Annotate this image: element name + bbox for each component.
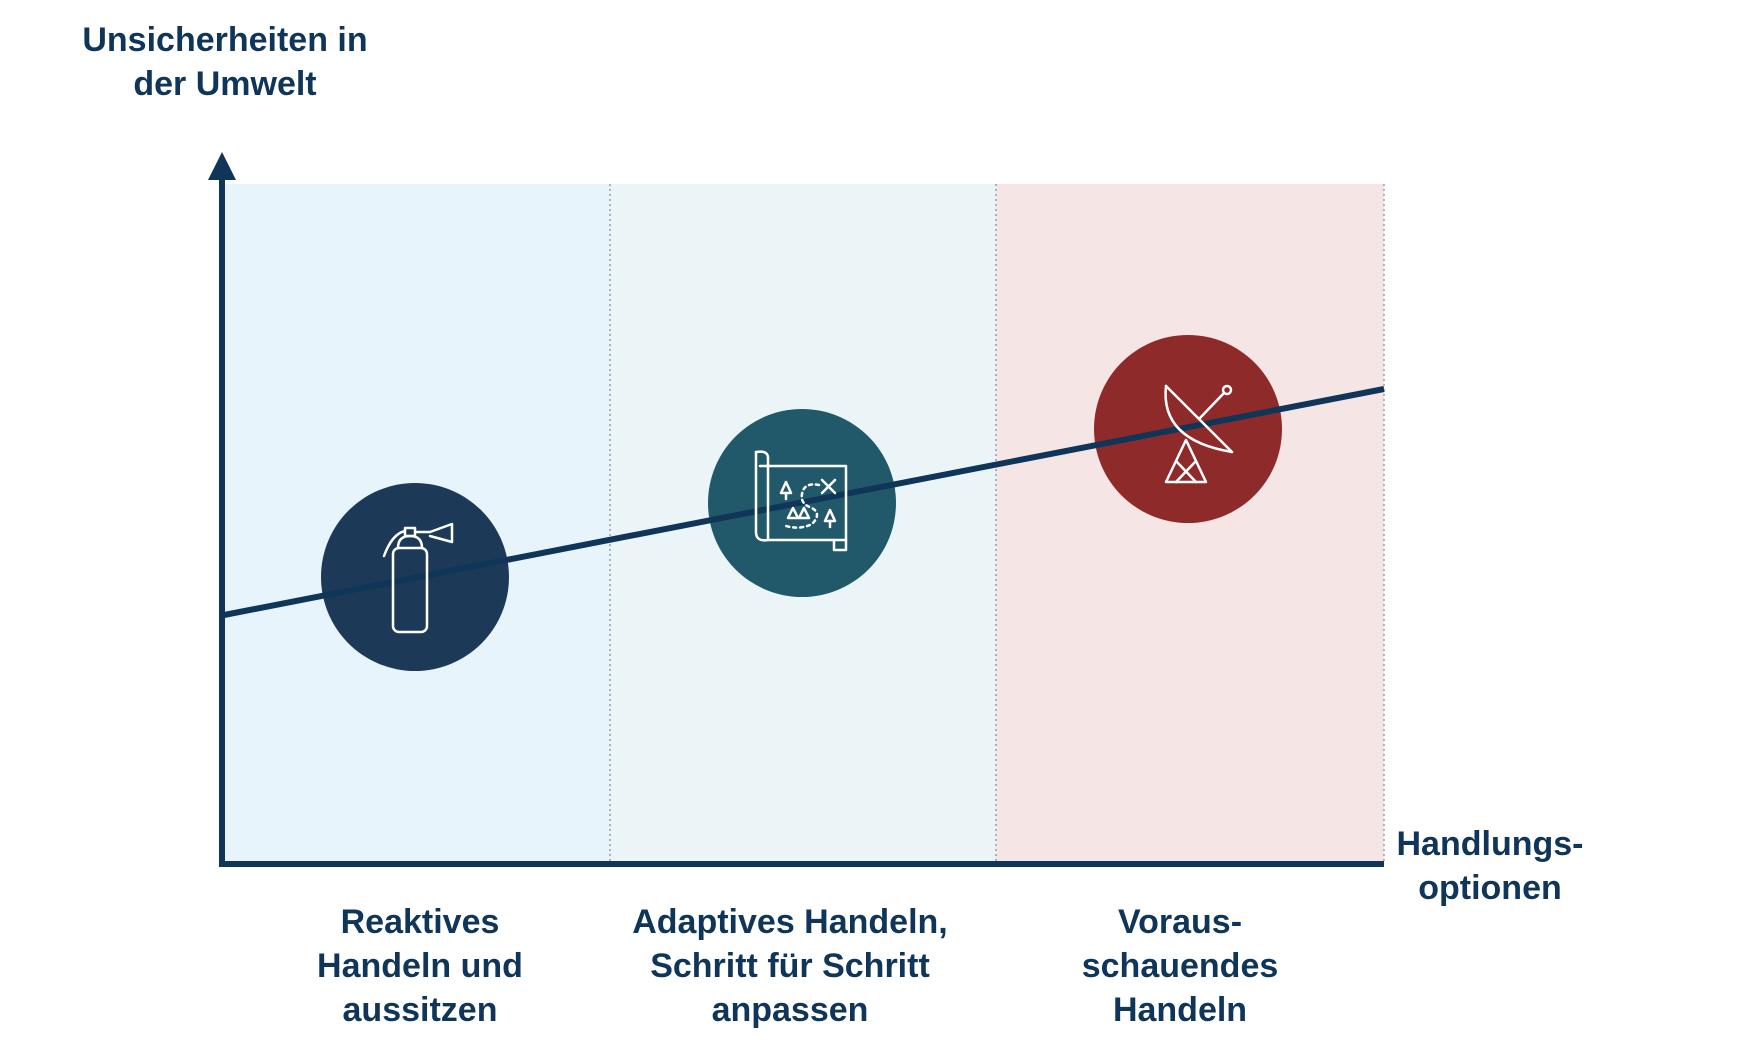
zone-label-anticipatory: Voraus- schauendes Handeln: [1081, 903, 1279, 1029]
treasure-map-icon: [754, 450, 848, 552]
y-axis-label: Unsicherheiten in der Umwelt: [82, 21, 368, 103]
fire-extinguisher-icon: [382, 522, 454, 634]
y-axis-arrow: [208, 152, 236, 180]
zone-label-adaptive: Adaptives Handeln, Schritt für Schritt a…: [632, 903, 948, 1029]
satellite-dish-icon: [1164, 384, 1234, 484]
x-axis-label: Handlungs- optionen: [1396, 825, 1584, 907]
zone-label-reactive: Reaktives Handeln und aussitzen: [317, 903, 523, 1029]
zone-background-anticipatory: [996, 184, 1384, 862]
